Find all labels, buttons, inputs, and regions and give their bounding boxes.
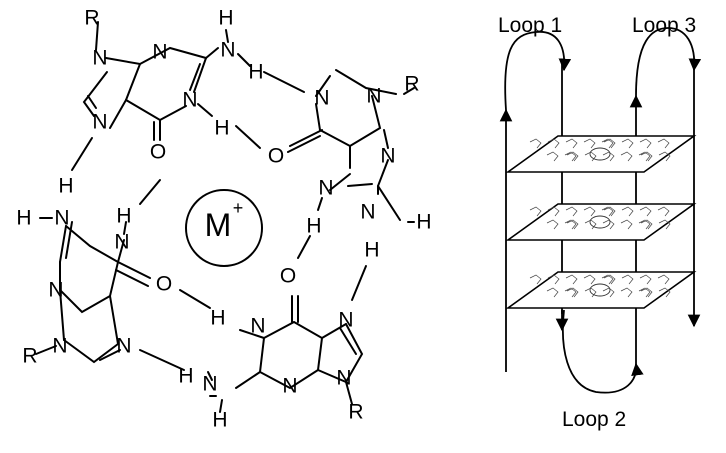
- atom-h-label: H: [212, 409, 227, 432]
- metal-ion-charge: +: [233, 198, 244, 218]
- substituent-label: R: [84, 7, 99, 30]
- atom-n-label: N: [92, 111, 107, 134]
- atom-h-label: H: [416, 211, 431, 234]
- atom-h-label: H: [364, 239, 379, 262]
- atom-n-label: N: [48, 279, 63, 302]
- atom-h-label: H: [218, 7, 233, 30]
- atom-n-label: N: [380, 145, 395, 168]
- loop-3-label: Loop 3: [632, 14, 696, 37]
- atom-h-label: H: [214, 117, 229, 140]
- guanine-bottom-left: [35, 217, 151, 364]
- tetrad-plates: [505, 135, 697, 309]
- tetrad-plate-3: [505, 271, 697, 309]
- loops: [504, 27, 702, 394]
- atom-n-label: N: [54, 207, 69, 230]
- atom-o-label: O: [156, 273, 172, 296]
- guanine-bottom-right: [207, 295, 364, 413]
- atom-h-label: H: [210, 307, 225, 330]
- atom-n-label: N: [318, 177, 333, 200]
- metal-ion-symbol: M: [205, 207, 232, 243]
- atom-o-label: O: [268, 145, 284, 168]
- guanine-top-right: [287, 69, 415, 223]
- quadruplex-topology: Loop 1 Loop 3 Loop 2: [498, 14, 702, 431]
- atom-n-label: N: [314, 87, 329, 110]
- atom-n-label: N: [152, 41, 167, 64]
- guanine-top-left: [82, 21, 251, 141]
- atom-n-label: N: [360, 201, 375, 224]
- atom-o-label: O: [280, 265, 296, 288]
- atom-n-label: N: [282, 375, 297, 398]
- atom-h-label: H: [248, 61, 263, 84]
- atom-h-label: H: [116, 205, 131, 228]
- tetrad-plate-2: [505, 203, 697, 241]
- atom-n-label: N: [202, 373, 217, 396]
- atom-n-label: N: [92, 47, 107, 70]
- loop-2-label: Loop 2: [562, 408, 626, 431]
- atom-n-label: N: [114, 231, 129, 254]
- metal-ion-circle: [185, 189, 263, 267]
- atom-h-label: H: [306, 215, 321, 238]
- atom-n-label: N: [250, 315, 265, 338]
- atom-o-label: O: [150, 141, 166, 164]
- substituent-label: R: [22, 345, 37, 368]
- loop-2-arc: [561, 309, 644, 394]
- tetrad-plate-1: [505, 135, 697, 173]
- loop-1-label: Loop 1: [498, 14, 562, 37]
- atom-h-label: H: [178, 365, 193, 388]
- atom-n-label: N: [116, 335, 131, 358]
- metal-ion: M +: [185, 189, 263, 267]
- atom-h-label: H: [58, 175, 73, 198]
- substituent-label: R: [404, 73, 419, 96]
- atom-n-label: N: [220, 39, 235, 62]
- substituent-label: R: [348, 401, 363, 424]
- atom-n-label: N: [182, 89, 197, 112]
- atom-n-label: N: [366, 85, 381, 108]
- hydrogen-bonds: [71, 71, 367, 371]
- atom-n-label: N: [338, 309, 353, 332]
- atom-h-label: H: [16, 207, 31, 230]
- loop-1-arc: [504, 31, 572, 111]
- atom-n-label: N: [336, 367, 351, 390]
- atom-n-label: N: [52, 335, 67, 358]
- loop-3-arc: [635, 27, 702, 97]
